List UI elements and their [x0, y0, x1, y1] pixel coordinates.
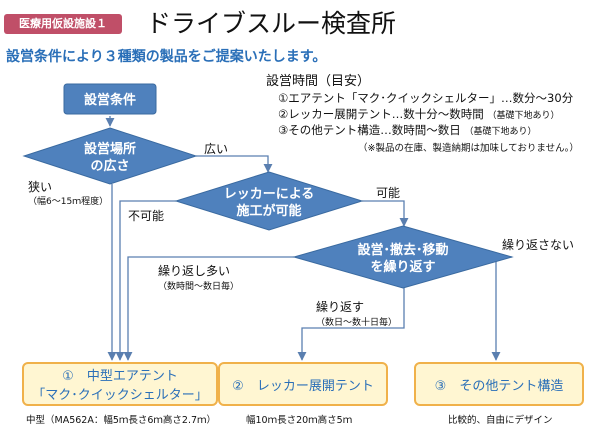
crane-decision [174, 171, 364, 231]
result-crane-tent-line-1: ② レッカー展開テント [232, 378, 374, 394]
result-air-tent-line-2: 「マク･クイックシェルター」 [32, 388, 208, 403]
repeat-decision-label-2: を繰り返す [370, 259, 435, 275]
edge-label-repeat-many-sub: （数時間～数日毎） [158, 282, 240, 292]
repeat-decision [292, 225, 514, 289]
edge-label-repeat-sub: （数日～数十日毎） [316, 318, 398, 328]
result-air-tent-spec: 中型（MA562A：幅5ｍ長さ6ｍ高さ2.7ｍ） [26, 415, 217, 426]
start-node [63, 83, 157, 115]
result-other-tent: ③ その他テント構造 [414, 362, 584, 406]
edge-wide [196, 155, 273, 173]
edge-label-repeat-many: 繰り返し多い [158, 264, 231, 278]
edge-not-possible [115, 200, 176, 361]
edge-label-not-possible: 不可能 [128, 209, 165, 223]
site-decision-label-2: の広さ [90, 158, 129, 174]
category-badge: 医療用仮設施設１ [4, 14, 122, 34]
stock-note: （※製品の在庫、製造納期は加味しておりません。） [358, 143, 579, 154]
result-other-tent-spec: 比較的、自由にデザイン [448, 415, 553, 426]
edge-label-no-repeat: 繰り返さない [502, 238, 575, 252]
setup-time-title: 設営時間（目安） [266, 74, 371, 89]
edge-label-wide: 広い [204, 142, 229, 156]
edge-possible [362, 200, 409, 227]
edge-label-repeat: 繰り返す [316, 300, 365, 314]
setup-time-line-3: ③その他テント構造…数時間～数日 （基礎下地あり） [278, 123, 537, 137]
edge-repeat [297, 288, 405, 361]
result-crane-tent: ② レッカー展開テント [218, 362, 388, 406]
result-air-tent-line-1: ① 中型エアテント [62, 369, 178, 384]
result-air-tent: ① 中型エアテント 「マク･クイックシェルター」 [22, 362, 218, 406]
page-title: ドライブスルー検査所 [146, 9, 397, 38]
edge-label-narrow: 狭い [28, 180, 53, 194]
start-node-label: 設営条件 [84, 92, 136, 108]
edge-label-possible: 可能 [376, 186, 401, 200]
edge-label-narrow-sub: （幅6～15ｍ程度） [28, 197, 109, 207]
result-crane-tent-spec: 幅10ｍ長さ20ｍ高さ5ｍ [246, 415, 353, 426]
site-decision-label-1: 設営場所 [84, 141, 136, 157]
setup-time-line-2: ②レッカー展開テント…数十分～数時間 （基礎下地あり） [278, 107, 560, 121]
headline: 設営条件により３種類の製品をご提案いたします。 [6, 49, 327, 65]
edge-no-repeat [491, 256, 512, 361]
crane-decision-label-2: 施工が可能 [236, 203, 301, 219]
edge-repeat-many [123, 256, 294, 361]
crane-decision-label-1: レッカーによる [224, 187, 315, 202]
site-decision [22, 127, 198, 185]
result-other-tent-line-1: ③ その他テント構造 [434, 378, 564, 394]
setup-time-line-1: ①エアテント「マク･クイックシェルター」…数分～30分 [278, 91, 574, 105]
repeat-decision-label-1: 設営･撤去･移動 [357, 242, 448, 258]
